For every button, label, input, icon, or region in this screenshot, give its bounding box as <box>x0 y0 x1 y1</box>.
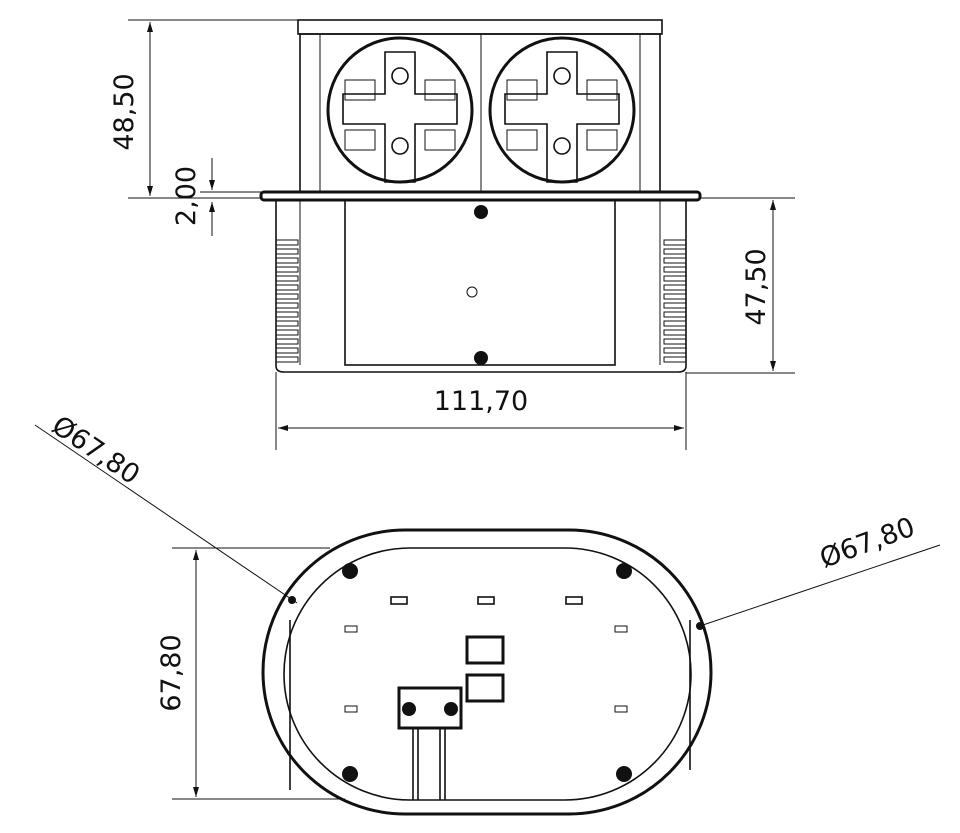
rib <box>663 284 687 291</box>
flange <box>259 190 702 202</box>
rib <box>275 311 299 318</box>
rib <box>275 320 299 327</box>
dim-socket-height: 48,50 <box>109 73 140 150</box>
rib <box>663 347 687 354</box>
dim-right-diameter: Ø67,80 <box>816 512 919 575</box>
rib <box>663 239 687 246</box>
rib <box>275 329 299 336</box>
dim-body-height: 47,50 <box>741 248 772 325</box>
rib <box>275 302 299 309</box>
socket-right <box>488 36 636 184</box>
leader-left <box>34 424 298 604</box>
rib <box>275 284 299 291</box>
rib <box>275 257 299 264</box>
ribs-left <box>275 239 299 363</box>
leader-right <box>696 544 941 628</box>
rib <box>663 320 687 327</box>
front-view: 48,50 2,00 47,50 111,70 <box>109 19 795 450</box>
bottom-view: Ø67,80 Ø67,80 67,80 <box>34 410 941 816</box>
rib <box>663 338 687 345</box>
rib <box>663 311 687 318</box>
dim-flange-thickness: 2,00 <box>171 166 202 226</box>
rib <box>663 257 687 264</box>
rib <box>275 266 299 273</box>
rib <box>275 293 299 300</box>
rib <box>275 275 299 282</box>
rib <box>663 302 687 309</box>
rib <box>663 356 687 363</box>
box-body <box>275 200 687 373</box>
rib <box>275 239 299 246</box>
rib <box>663 248 687 255</box>
rib <box>275 248 299 255</box>
dim-depth: 67,80 <box>156 634 187 711</box>
rib <box>275 356 299 363</box>
rib <box>663 275 687 282</box>
outer-rim <box>261 528 713 816</box>
socket-left <box>326 36 474 184</box>
dim-width: 111,70 <box>434 386 528 417</box>
rib <box>275 338 299 345</box>
dim-left-diameter: Ø67,80 <box>46 410 145 491</box>
ribs-right <box>663 239 687 363</box>
rib <box>275 347 299 354</box>
rib <box>663 266 687 273</box>
rib <box>663 293 687 300</box>
rib <box>663 329 687 336</box>
top-plate <box>297 19 663 35</box>
